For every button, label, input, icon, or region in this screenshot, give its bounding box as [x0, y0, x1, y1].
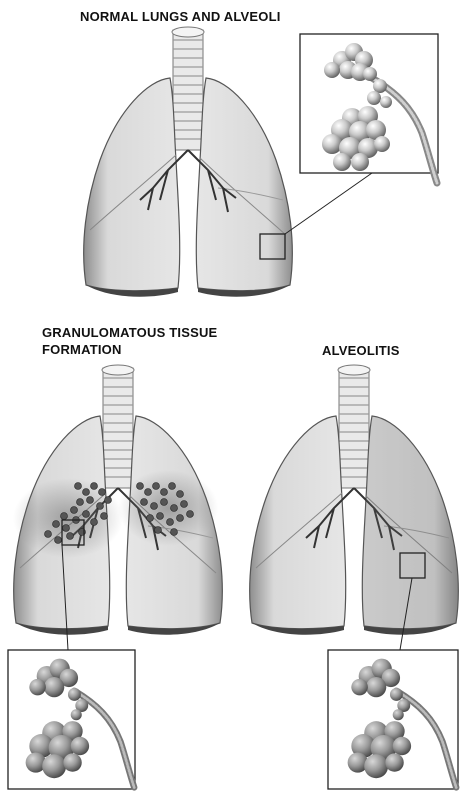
granulomatous-zoom-marker: [61, 519, 85, 546]
alveolitis-zoom-marker: [399, 552, 426, 579]
title-alveolitis: ALVEOLITIS: [322, 343, 400, 358]
title-granulomatous-line2: FORMATION: [42, 342, 122, 357]
alveolitis-lungs: [248, 364, 460, 636]
normal-lungs: [82, 26, 294, 298]
granulomatous-lungs: [12, 364, 224, 636]
normal-alveoli-inset: [299, 33, 438, 183]
granulomatous-alveoli-inset: [7, 649, 135, 789]
normal-zoom-marker: [259, 233, 286, 260]
alveolitis-alveoli-inset: [327, 649, 458, 789]
title-granulomatous-line1: GRANULOMATOUS TISSUE: [42, 325, 218, 340]
title-normal-lungs: NORMAL LUNGS AND ALVEOLI: [80, 9, 281, 24]
